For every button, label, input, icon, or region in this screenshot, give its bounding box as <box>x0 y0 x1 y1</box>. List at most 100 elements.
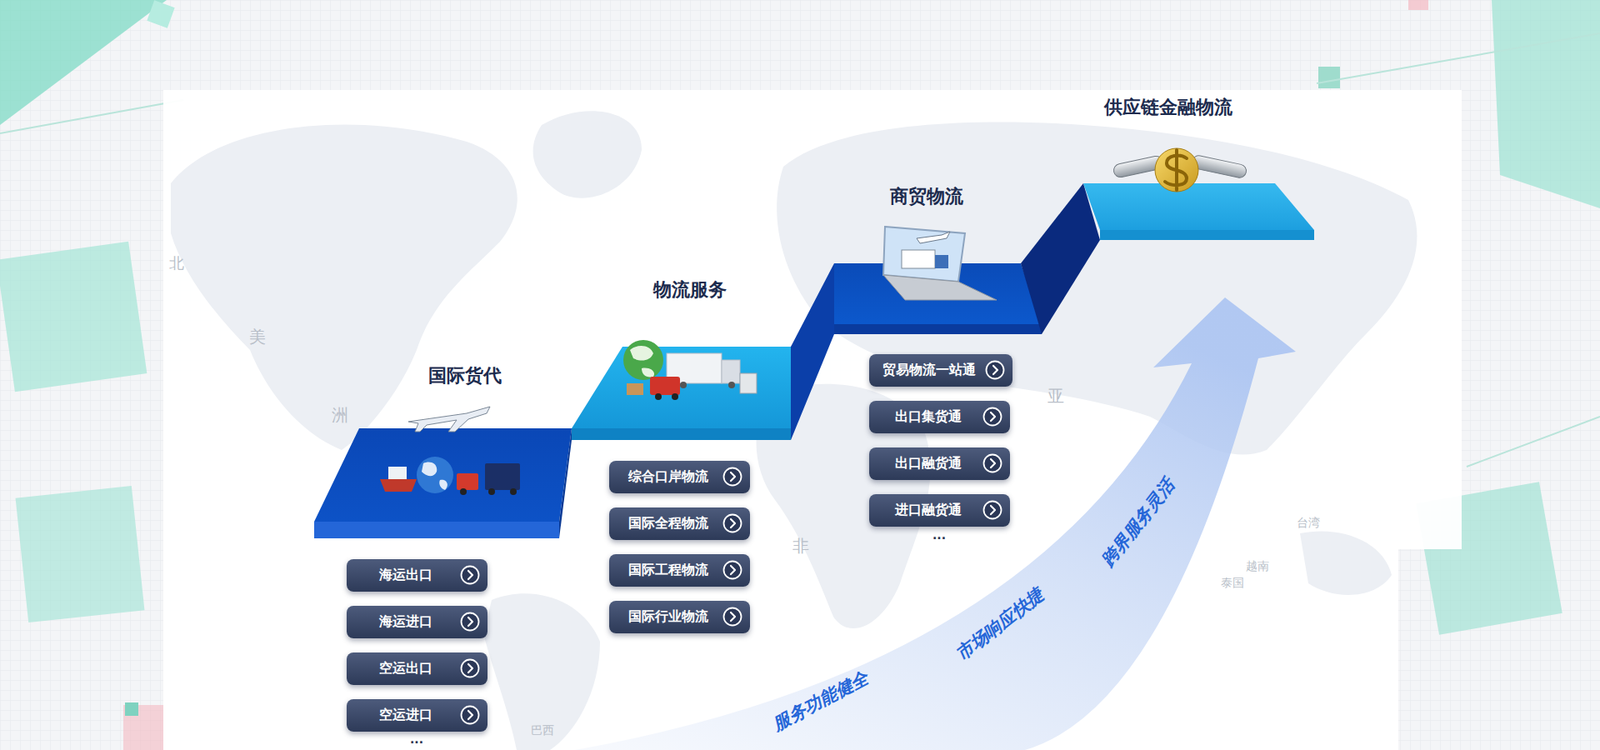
arrow-icon-chevron <box>730 519 735 528</box>
arrow-icon-chevron <box>730 612 735 621</box>
step-node: 国际货代 <box>423 363 507 389</box>
ellipsis-mark: ... <box>410 733 424 746</box>
plane-icon <box>916 231 950 244</box>
step-title: 物流服务 <box>653 279 727 301</box>
arrow-icon <box>460 705 480 725</box>
map-continent <box>776 122 1417 455</box>
button-text: 国际行业物流 <box>628 608 709 626</box>
arrow-icon-ring <box>984 407 1002 425</box>
coin-icon <box>1155 148 1199 192</box>
step-riser <box>790 263 835 440</box>
forklift-icon <box>740 373 757 394</box>
laptop-icon <box>883 226 997 300</box>
arrow-icon-ring <box>461 659 480 677</box>
ship-icon <box>380 479 417 492</box>
arrow-icon-ring <box>986 360 1005 379</box>
arrow-caption: 跨界服务灵活 <box>1098 475 1179 571</box>
step-node: 物流服务 <box>648 277 732 303</box>
button-text: 国际全程物流 <box>628 515 709 533</box>
globe-icon <box>416 456 454 494</box>
globe-icon <box>630 345 655 377</box>
button-text: 出口集货通 <box>895 408 962 426</box>
globe-icon <box>421 461 448 490</box>
arrow-caption: 服务功能健全 <box>770 668 872 735</box>
arrow-icon-ring <box>984 454 1002 472</box>
ship-icon <box>388 466 407 480</box>
map-continent <box>170 125 518 450</box>
step-riser <box>559 428 572 539</box>
button-text: 海运出口 <box>379 566 433 585</box>
step-front <box>1100 230 1315 240</box>
map-label: 泰国 <box>1220 576 1245 590</box>
map-label: 亚 <box>1047 386 1065 405</box>
arrow-icon-chevron <box>990 412 995 421</box>
plane-icon <box>408 406 490 432</box>
map-label: 越南 <box>1245 560 1270 573</box>
button-text: 综合口岸物流 <box>628 468 709 486</box>
arrow-icon-ring <box>461 705 480 724</box>
arrow-icon <box>722 513 743 534</box>
step-riser <box>1020 183 1100 335</box>
laptop-screen <box>883 226 965 282</box>
button-text: 国际工程物流 <box>628 561 709 580</box>
service-button: 出口集货通 <box>869 400 1010 434</box>
service-button: 空运进口 <box>346 699 488 732</box>
arrow-icon <box>460 611 480 632</box>
arrow-icon <box>722 466 743 487</box>
service-button: 进口融货通 <box>869 494 1010 527</box>
decor-shape <box>1318 66 1340 89</box>
step-front <box>834 324 1042 335</box>
truck-icon <box>935 255 949 269</box>
arrow-icon-ring <box>461 565 480 584</box>
service-button: 国际行业物流 <box>609 600 750 634</box>
growth-arrow <box>575 297 1296 750</box>
arrow-icon-chevron <box>990 505 995 515</box>
arrow-icon-ring <box>724 467 742 485</box>
button-text: 海运进口 <box>379 613 433 631</box>
arrow-icon <box>722 606 743 627</box>
arrow-caption: 市场响应快捷 <box>952 585 1048 665</box>
step-title: 国际货代 <box>428 365 502 387</box>
laptop-base <box>883 275 997 300</box>
step-node: 供应链金融物流 <box>1099 95 1238 120</box>
button-text: 出口融货通 <box>895 455 962 473</box>
step-title: 供应链金融物流 <box>1104 96 1233 119</box>
service-button: 海运出口 <box>346 559 488 592</box>
service-button: 海运进口 <box>346 605 488 639</box>
truck-icon <box>456 473 479 490</box>
dollar-symbol <box>1165 150 1187 190</box>
map-label: 北 <box>169 255 185 272</box>
service-button: 出口融货通 <box>869 447 1010 480</box>
service-button: 贸易物流一站通 <box>869 354 1013 387</box>
step-top <box>571 346 791 429</box>
map-continent <box>483 593 600 750</box>
globe-icon <box>623 340 664 380</box>
service-button: 综合口岸物流 <box>609 460 750 494</box>
decor-shape <box>0 241 147 393</box>
arrow-icon-chevron <box>468 617 473 626</box>
arrow-icon <box>985 360 1005 380</box>
button-text: 空运进口 <box>379 706 433 725</box>
map-label: 台湾 <box>1296 516 1320 530</box>
map-label: 美 <box>249 327 266 346</box>
box-icon <box>626 383 644 395</box>
van-icon <box>650 376 680 395</box>
step-top <box>314 428 572 522</box>
arrow-icon <box>460 658 480 679</box>
decor-shape <box>0 0 167 125</box>
step-title: 商贸物流 <box>890 185 964 208</box>
arrow-icon <box>722 560 743 580</box>
button-text: 贸易物流一站通 <box>882 361 976 380</box>
step-front <box>314 521 560 539</box>
map-label: 洲 <box>331 405 349 425</box>
white-panel <box>163 90 1462 750</box>
arrow-icon-ring <box>724 514 742 532</box>
chain-link <box>1190 154 1248 179</box>
map-label: 非 <box>792 536 810 555</box>
arrow-icon-chevron <box>468 710 473 720</box>
map-label: 巴西 <box>530 724 555 737</box>
arrow-icon-ring <box>724 607 742 625</box>
